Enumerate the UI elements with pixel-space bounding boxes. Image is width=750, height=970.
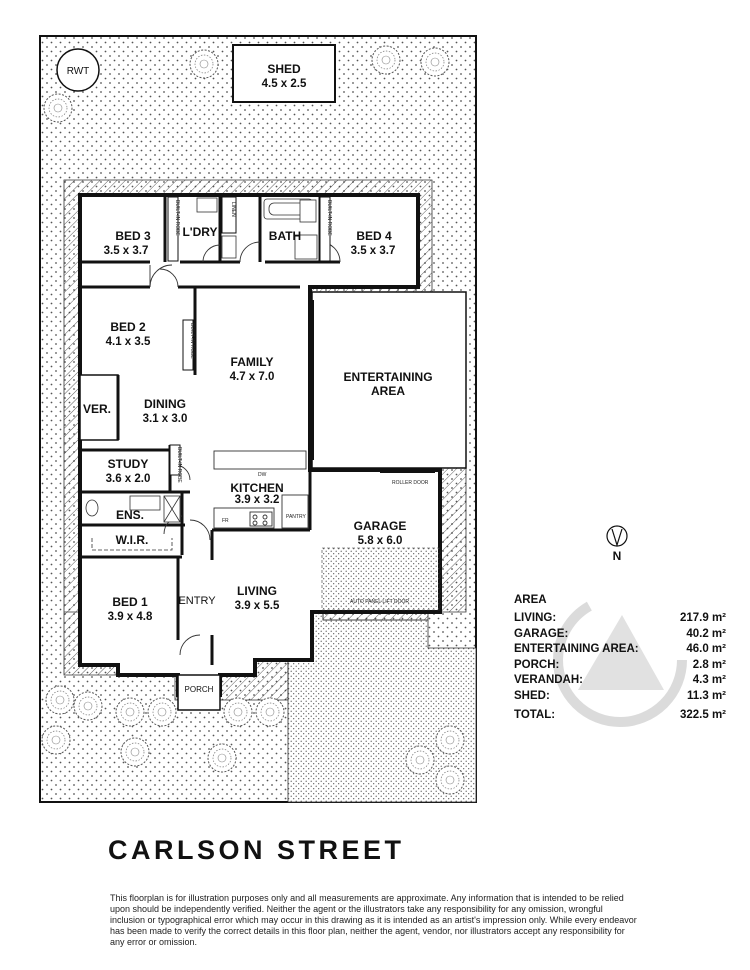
shed-name: SHED <box>267 62 301 76</box>
area-row-value: 4.3 m² <box>692 674 726 686</box>
bed1-name: BED 1 <box>112 595 148 609</box>
area-row-label: ENTERTAINING AREA: <box>514 643 639 655</box>
laundry-fixtures <box>196 197 237 259</box>
area-row-value: 46.0 m² <box>686 643 726 655</box>
wir-name: W.I.R. <box>116 533 149 547</box>
area-row-value: 11.3 m² <box>687 689 726 702</box>
area-total-value: 322.5 m² <box>679 709 726 721</box>
shed-dims: 4.5 x 2.5 <box>262 78 307 90</box>
bath-name: BATH <box>269 229 301 243</box>
area-row-value: 217.9 m² <box>679 612 726 624</box>
area-row: SHED: 11.3 m² <box>514 690 726 706</box>
area-row-value: 40.2 m² <box>686 627 726 640</box>
dining-name: DINING <box>144 397 186 411</box>
verandah <box>79 374 119 441</box>
rwt-label: RWT <box>67 66 90 77</box>
garage-car-space <box>321 547 441 611</box>
fridge-label: FR <box>222 518 229 524</box>
area-row: LIVING: 217.9 m² <box>514 612 726 628</box>
laundry-name: L'DRY <box>182 225 217 239</box>
robe-label-bed2: BUILT-IN ROBE <box>189 323 195 359</box>
bed4-dims: 3.5 x 3.7 <box>351 245 396 257</box>
entertaining-name-2: AREA <box>371 384 405 398</box>
built-in-robe-bed4 <box>319 196 331 262</box>
bed4-name: BED 4 <box>356 229 392 243</box>
area-row: VERANDAH: 4.3 m² <box>514 674 726 690</box>
linen-label: LINEN <box>230 202 236 217</box>
porch <box>177 674 221 711</box>
shed <box>232 44 336 103</box>
bed1-dims: 3.9 x 4.8 <box>108 611 153 623</box>
built-in-robe-bed3 <box>167 196 179 262</box>
rainwater-tank <box>56 48 100 92</box>
family-name: FAMILY <box>231 355 274 369</box>
area-title: AREA <box>514 594 547 606</box>
bed2-dims: 4.1 x 3.5 <box>106 336 151 348</box>
linen-cupboard <box>221 196 237 234</box>
auto-door-label: AUTO PANEL LIFT DOOR <box>350 599 409 605</box>
wir-rails <box>91 538 173 551</box>
family-dims: 4.7 x 7.0 <box>230 371 275 383</box>
area-row-label: LIVING: <box>514 612 557 624</box>
built-in-robe-study <box>169 444 181 476</box>
area-row-value: 2.8 m² <box>692 658 726 671</box>
north-arrow: N <box>606 525 628 563</box>
living-name: LIVING <box>237 584 277 598</box>
area-row: GARAGE: 40.2 m² <box>514 628 726 644</box>
study-dims: 3.6 x 2.0 <box>106 473 151 485</box>
study-name: STUDY <box>108 457 149 471</box>
area-total-row: TOTAL: 322.5 m² <box>514 709 726 725</box>
pantry-label: PANTRY <box>286 514 306 520</box>
bed3-dims: 3.5 x 3.7 <box>104 245 149 257</box>
robe-label-bed3: BUILT-IN ROBE <box>174 200 180 236</box>
area-row: ENTERTAINING AREA: 46.0 m² <box>514 643 726 659</box>
area-row-label: VERANDAH: <box>514 674 583 686</box>
area-row-label: GARAGE: <box>514 627 569 640</box>
entertaining-name: ENTERTAINING <box>343 370 432 384</box>
area-row-label: SHED: <box>514 689 550 702</box>
bath-fixtures <box>263 198 318 260</box>
agency-logo-watermark <box>553 593 687 727</box>
ensuite-fixtures <box>85 495 181 523</box>
built-in-robe-bed2 <box>182 319 194 371</box>
kitchen-benches <box>213 450 309 529</box>
dishwasher-label: DW <box>258 472 267 478</box>
living-dims: 3.9 x 5.5 <box>235 600 280 612</box>
bed3-name: BED 3 <box>115 229 151 243</box>
garage-name: GARAGE <box>354 519 407 533</box>
garage-dims: 5.8 x 6.0 <box>358 535 403 547</box>
kitchen-dims: 3.9 x 3.2 <box>235 494 280 506</box>
street-name: CARLSON STREET <box>108 835 405 865</box>
verandah-name: VER. <box>83 402 111 416</box>
north-label: N <box>613 549 622 563</box>
area-row-label: PORCH: <box>514 658 560 671</box>
entertaining-area <box>311 291 467 469</box>
entry-name: ENTRY <box>178 595 216 607</box>
roller-door-label: ROLLER DOOR <box>392 480 429 486</box>
disclaimer-text: This floorplan is for illustration purpo… <box>110 893 637 947</box>
area-schedule: AREA LIVING: 217.9 m² GARAGE: 40.2 m² EN… <box>514 594 726 725</box>
robe-label-study: BUILT-IN ROBE <box>176 447 182 483</box>
bed2-name: BED 2 <box>110 320 146 334</box>
area-total-label: TOTAL: <box>514 709 556 721</box>
area-row: PORCH: 2.8 m² <box>514 659 726 675</box>
kitchen-name: KITCHEN <box>230 481 283 495</box>
dining-dims: 3.1 x 3.0 <box>143 413 188 425</box>
ensuite-name: ENS. <box>116 508 144 522</box>
porch-name: PORCH <box>185 685 214 694</box>
robe-label-bed4: BUILT-IN ROBE <box>326 200 332 236</box>
